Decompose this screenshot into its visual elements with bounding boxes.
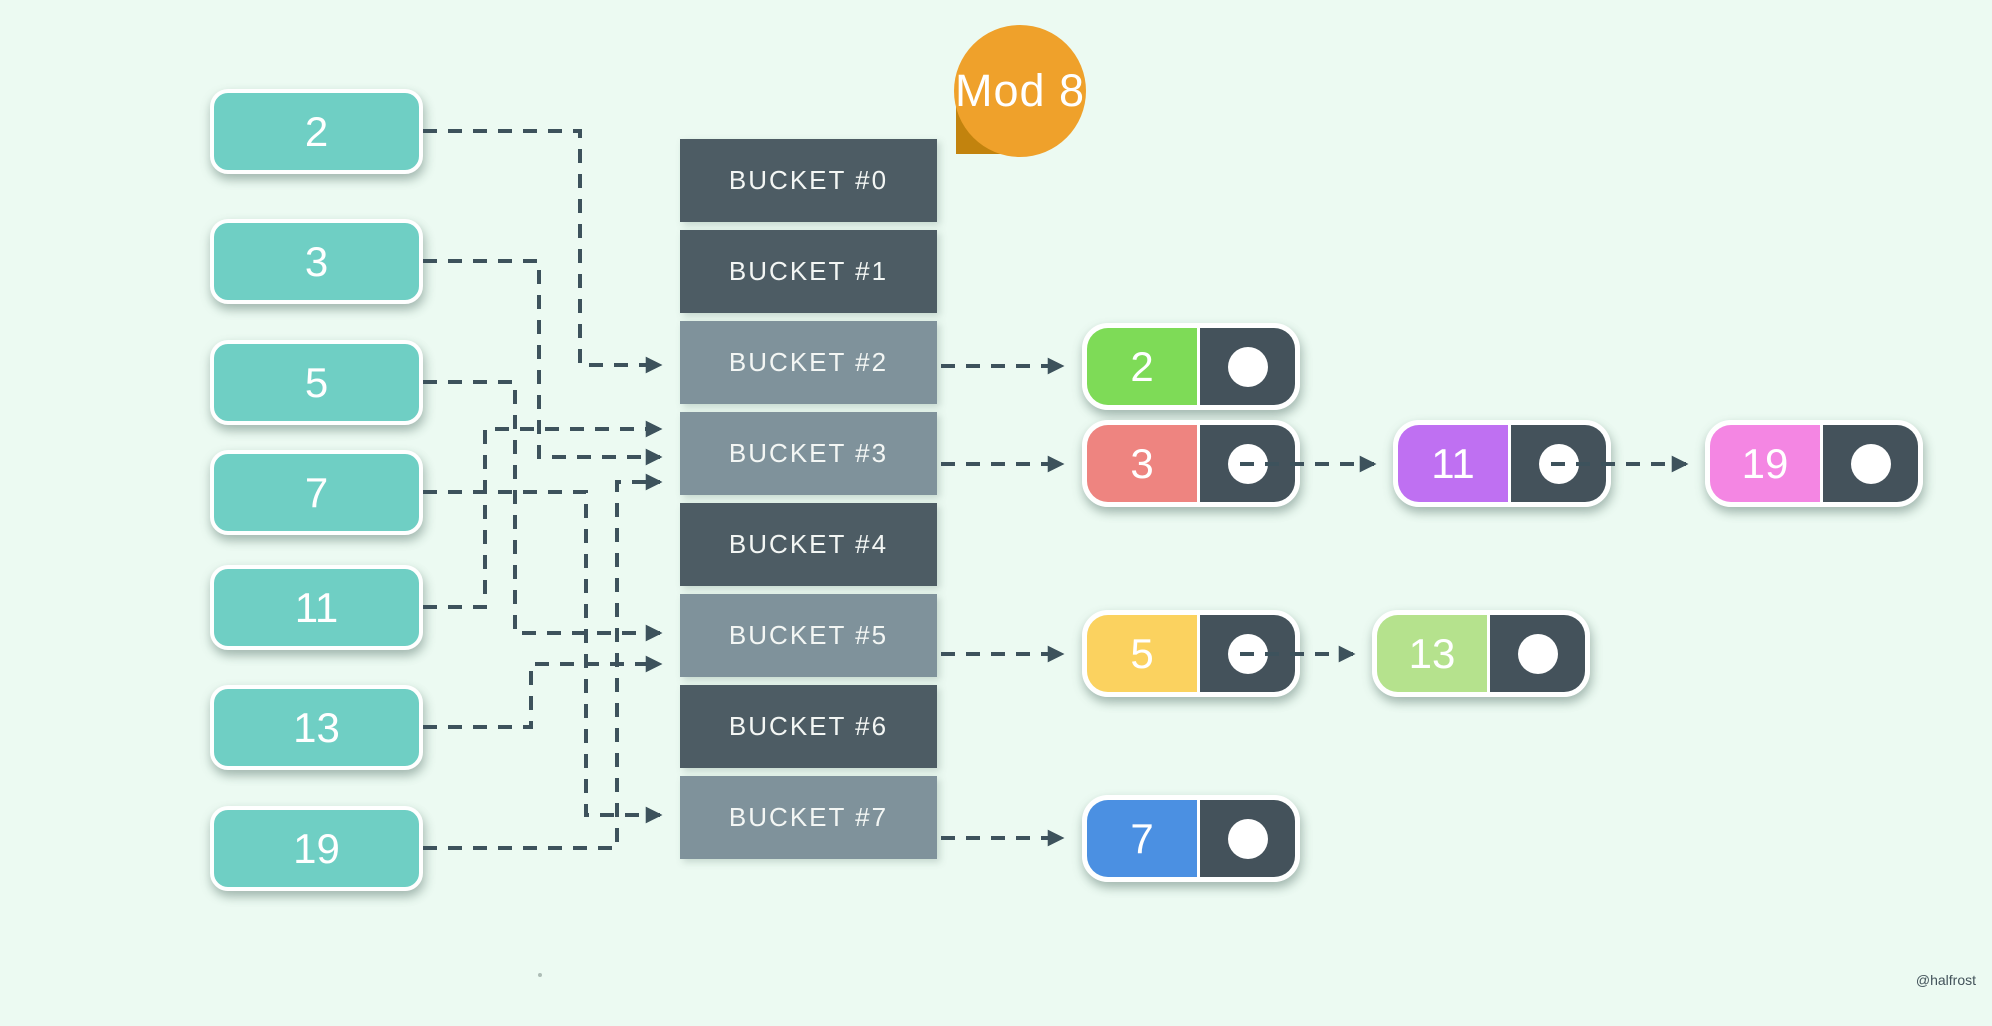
node-value: 3 xyxy=(1087,425,1200,502)
bucket-5: BUCKET #5 xyxy=(680,594,937,677)
node-value-label: 13 xyxy=(1408,629,1456,677)
bucket-6: BUCKET #6 xyxy=(680,685,937,768)
next-pointer-icon xyxy=(1227,443,1268,484)
node-pointer xyxy=(1200,615,1295,692)
node-value: 2 xyxy=(1087,328,1200,405)
bucket-label: BUCKET #7 xyxy=(728,802,889,832)
node-pointer xyxy=(1200,800,1295,877)
wire-5-to-bucket5 xyxy=(423,380,663,642)
node-value: 5 xyxy=(1087,615,1200,692)
wire-2-to-bucket2 xyxy=(423,129,663,374)
wire-11-to-bucket3 xyxy=(423,420,663,609)
list-node-19: 19 xyxy=(1705,420,1923,507)
next-pointer-icon xyxy=(1227,633,1268,674)
bucket-label: BUCKET #2 xyxy=(728,347,889,377)
node-value-label: 5 xyxy=(1130,629,1154,677)
node-value: 7 xyxy=(1087,800,1200,877)
bucket-label: BUCKET #5 xyxy=(728,620,889,650)
node-pointer xyxy=(1511,425,1606,502)
node-pointer xyxy=(1490,615,1585,692)
node-value: 19 xyxy=(1710,425,1823,502)
value-label: 19 xyxy=(293,824,340,872)
null-pointer-icon xyxy=(1227,346,1268,387)
bucket-label: BUCKET #4 xyxy=(728,529,889,559)
bucket-4: BUCKET #4 xyxy=(680,503,937,586)
bucket-7: BUCKET #7 xyxy=(680,776,937,859)
bucket-label: BUCKET #3 xyxy=(728,438,889,468)
value-label: 3 xyxy=(304,237,329,285)
node-value-label: 2 xyxy=(1130,342,1154,390)
mod-badge-label: Mod 8 xyxy=(954,65,1086,116)
value-box-3: 3 xyxy=(210,219,423,304)
mod-badge: Mod 8 xyxy=(954,25,1086,157)
bucket-3: BUCKET #3 xyxy=(680,412,937,495)
node-value-label: 19 xyxy=(1741,439,1789,487)
bucket-1: BUCKET #1 xyxy=(680,230,937,313)
node-pointer xyxy=(1200,328,1295,405)
list-node-11: 11 xyxy=(1393,420,1611,507)
stray-dot xyxy=(538,973,542,977)
bucket-2: BUCKET #2 xyxy=(680,321,937,404)
node-pointer xyxy=(1200,425,1295,502)
node-value: 13 xyxy=(1377,615,1490,692)
list-node-13: 13 xyxy=(1372,610,1590,697)
null-pointer-icon xyxy=(1517,633,1558,674)
bucket-label: BUCKET #1 xyxy=(728,256,889,286)
value-box-19: 19 xyxy=(210,806,423,891)
watermark: @halfrost xyxy=(1915,972,1976,988)
next-pointer-icon xyxy=(1538,443,1579,484)
value-box-7: 7 xyxy=(210,450,423,535)
wire-13-to-bucket5 xyxy=(423,655,663,729)
list-node-3: 3 xyxy=(1082,420,1300,507)
list-node-7: 7 xyxy=(1082,795,1300,882)
value-label: 2 xyxy=(304,107,329,155)
node-value-label: 11 xyxy=(1431,439,1475,487)
value-box-2: 2 xyxy=(210,89,423,174)
node-value-label: 3 xyxy=(1130,439,1154,487)
value-box-11: 11 xyxy=(210,565,423,650)
value-label: 11 xyxy=(294,583,339,631)
node-value-label: 7 xyxy=(1130,814,1154,862)
wire-3-to-bucket3 xyxy=(423,259,663,466)
value-label: 13 xyxy=(293,703,340,751)
wire-19-to-bucket3 xyxy=(423,473,663,850)
value-box-13: 13 xyxy=(210,685,423,770)
node-pointer xyxy=(1823,425,1918,502)
wire-7-to-bucket7 xyxy=(423,490,663,824)
bucket-label: BUCKET #6 xyxy=(728,711,889,741)
bucket-0: BUCKET #0 xyxy=(680,139,937,222)
value-label: 7 xyxy=(304,468,329,516)
null-pointer-icon xyxy=(1850,443,1891,484)
value-box-5: 5 xyxy=(210,340,423,425)
list-node-5: 5 xyxy=(1082,610,1300,697)
null-pointer-icon xyxy=(1227,818,1268,859)
node-value: 11 xyxy=(1398,425,1511,502)
value-label: 5 xyxy=(304,358,329,406)
list-node-2: 2 xyxy=(1082,323,1300,410)
bucket-label: BUCKET #0 xyxy=(728,165,889,195)
